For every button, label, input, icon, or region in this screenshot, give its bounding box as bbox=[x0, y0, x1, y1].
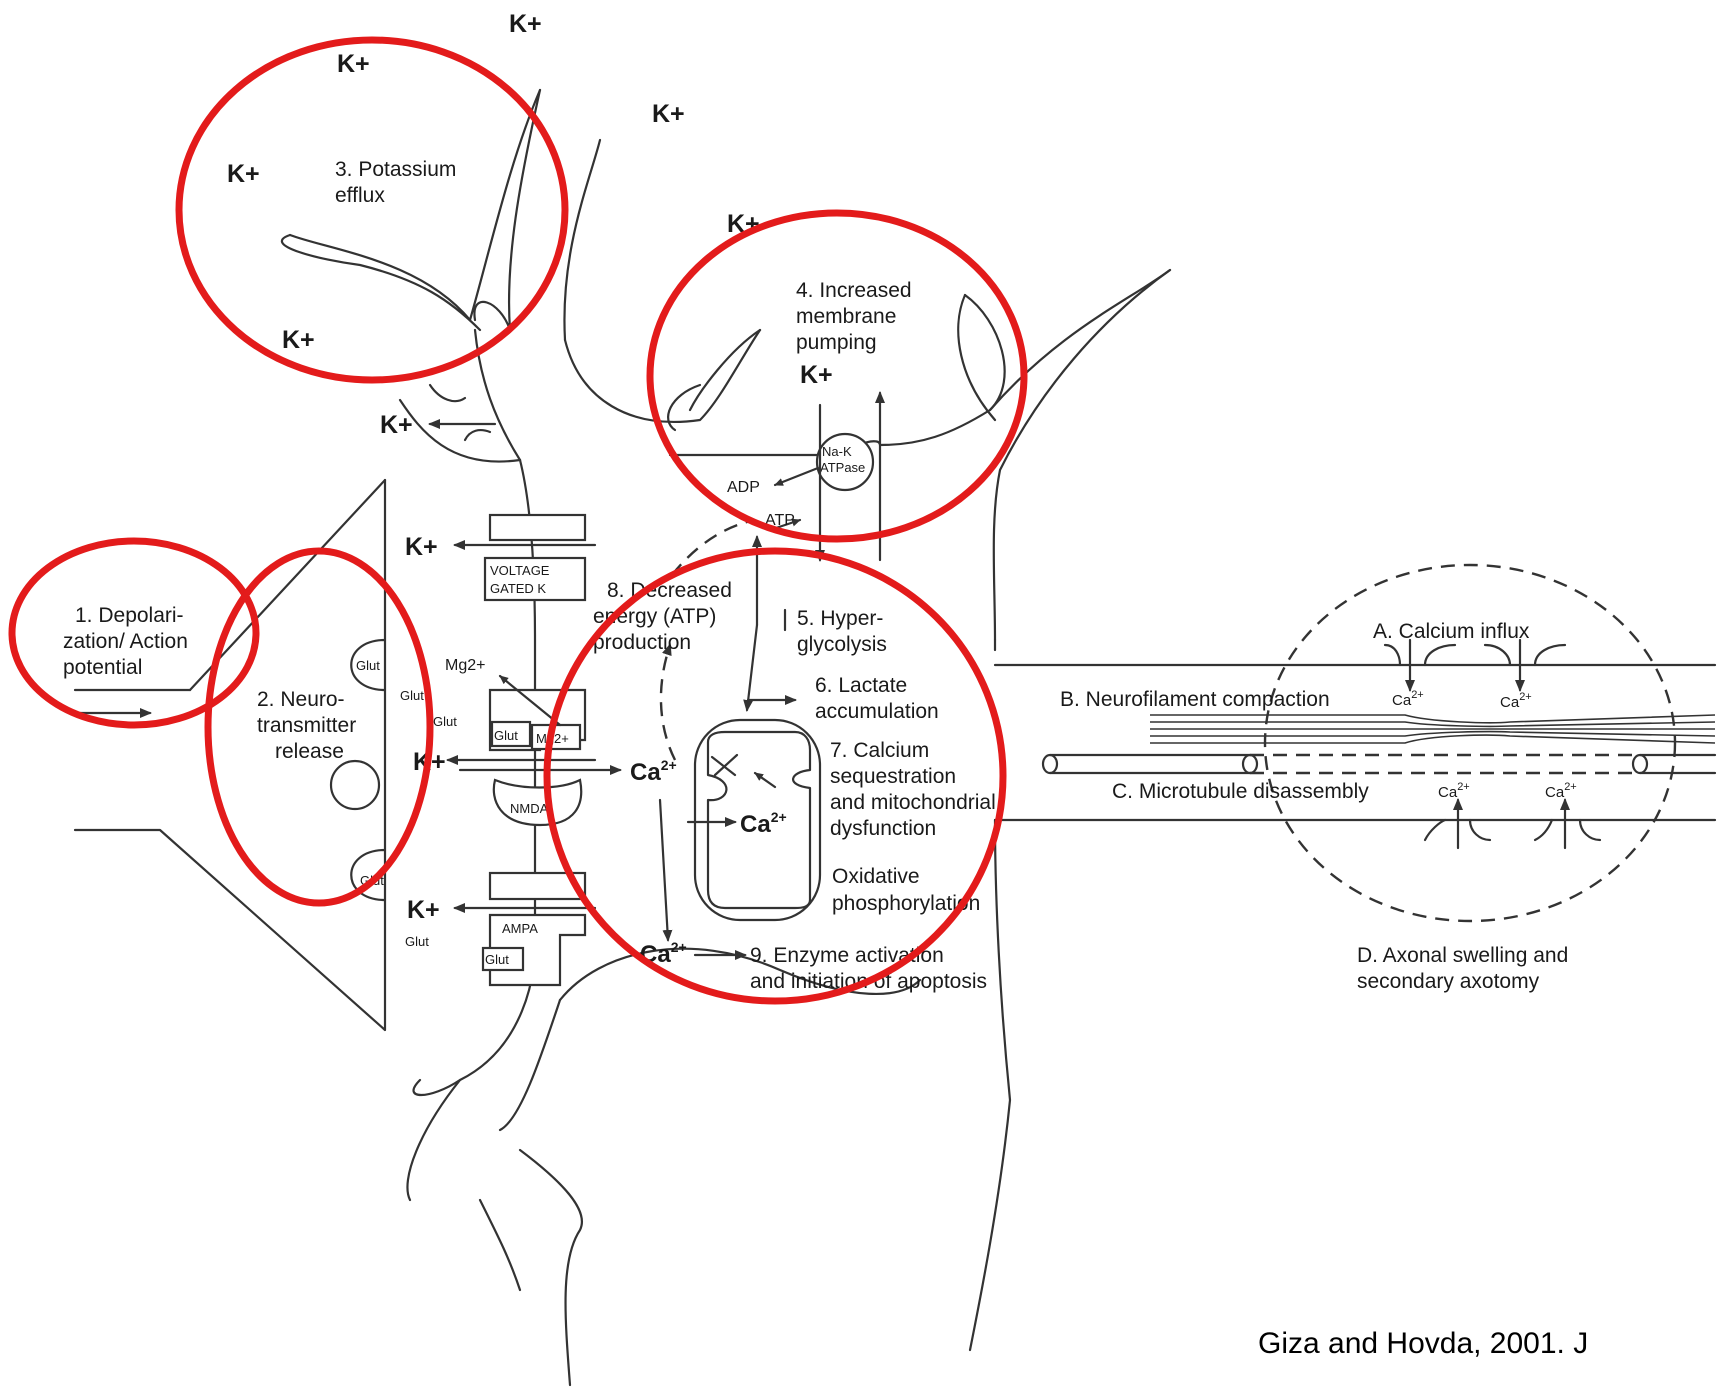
k-ion: K+ bbox=[800, 361, 833, 389]
ca-ion: Ca2+ bbox=[1545, 781, 1577, 801]
enzyme-activation-label: 9. Enzyme activation and initiation of a… bbox=[750, 944, 987, 993]
glut-label: Glut bbox=[400, 688, 424, 703]
neuron-outline bbox=[282, 90, 1170, 1385]
ca-ion: Ca2+ bbox=[1500, 691, 1532, 711]
nak-label: Na-K bbox=[822, 444, 852, 459]
potassium-efflux-label: 3. Potassium efflux bbox=[335, 158, 462, 207]
k-ion: K+ bbox=[227, 160, 260, 188]
highlight-potassium bbox=[179, 40, 565, 380]
hyperglycolysis-label: 5. Hyper- glycolysis bbox=[797, 607, 889, 656]
citation: Giza and Hovda, 2001. J bbox=[1258, 1327, 1588, 1360]
membrane-pumping-label: 4. Increased membrane pumping bbox=[796, 279, 917, 354]
ca-ion: Ca2+ bbox=[630, 757, 677, 786]
adp-label: ADP bbox=[727, 479, 760, 496]
calcium-influx-label: A. Calcium influx bbox=[1373, 620, 1530, 643]
voltage-gated-label: VOLTAGE bbox=[490, 563, 550, 578]
depolarization-label: 1. Depolari- zation/ Action potential bbox=[63, 604, 194, 679]
glut-label: Glut bbox=[485, 952, 509, 967]
step-labels: 1. Depolari- zation/ Action potential 2.… bbox=[63, 158, 1574, 993]
mg-label: Mg2+ bbox=[445, 657, 485, 674]
nmda-label: NMDA bbox=[510, 801, 549, 816]
k-ion: K+ bbox=[282, 326, 315, 354]
glut-label: Glut bbox=[494, 728, 518, 743]
nak-label: ATPase bbox=[820, 460, 865, 475]
axonal-swelling-label: D. Axonal swelling and secondary axotomy bbox=[1357, 944, 1574, 993]
glut-label: Glut bbox=[433, 714, 457, 729]
microtubule-disassembly-label: C. Microtubule disassembly bbox=[1112, 780, 1369, 803]
k-ion: K+ bbox=[337, 50, 370, 78]
calcium-sequestration-label: 7. Calcium sequestration and mitochondri… bbox=[830, 739, 1002, 840]
channels: VOLTAGE GATED K Glut Mg2+ NMDA AMPA Glut bbox=[483, 515, 585, 985]
channel-top bbox=[490, 515, 585, 540]
k-ion: K+ bbox=[380, 411, 413, 439]
ca-ion: Ca2+ bbox=[740, 809, 787, 838]
neurofilament-compaction-label: B. Neurofilament compaction bbox=[1060, 688, 1330, 711]
k-ion: K+ bbox=[652, 100, 685, 128]
neurotransmitter-label: 2. Neuro- transmitter release bbox=[257, 688, 362, 763]
k-ion: K+ bbox=[405, 533, 438, 561]
glut-label: Glut bbox=[356, 658, 380, 673]
ampa-label: AMPA bbox=[502, 921, 538, 936]
glut-label: Glut bbox=[405, 934, 429, 949]
voltage-gated-label: GATED K bbox=[490, 581, 546, 596]
k-ion: K+ bbox=[407, 896, 440, 924]
k-ion: K+ bbox=[509, 10, 542, 38]
ca-ion: Ca2+ bbox=[1392, 689, 1424, 709]
lactate-label: 6. Lactate accumulation bbox=[815, 674, 939, 723]
axon bbox=[995, 565, 1715, 921]
ca-ion: Ca2+ bbox=[1438, 781, 1470, 801]
